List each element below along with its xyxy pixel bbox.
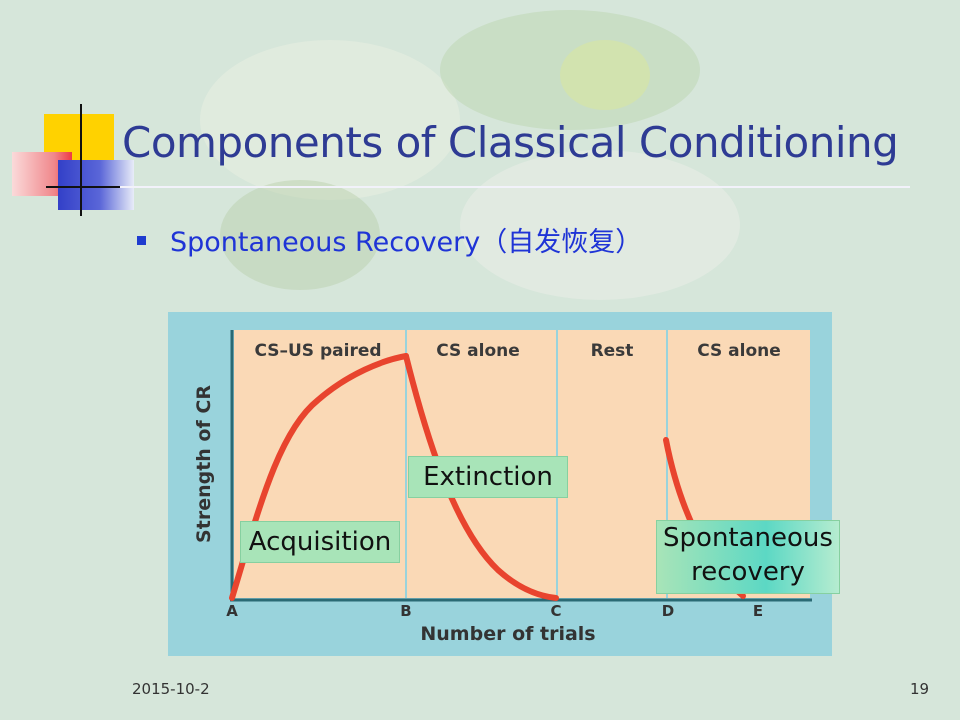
phase-label-1: CS–US paired xyxy=(254,341,381,361)
spontaneous-tag-line2: recovery xyxy=(691,557,805,587)
logo-horizontal-line xyxy=(46,186,122,188)
footer-date: 2015-10-2 xyxy=(132,680,210,698)
acquisition-tag: Acquisition xyxy=(240,521,400,563)
tick-label-c: C xyxy=(550,602,561,620)
logo-vertical-line xyxy=(80,104,82,216)
phase-label-3: Rest xyxy=(591,341,634,361)
logo-blue-square xyxy=(58,160,134,210)
tick-label-d: D xyxy=(662,602,674,620)
phase-label-2: CS alone xyxy=(436,341,520,361)
tick-label-a: A xyxy=(226,602,238,620)
slide-title: Components of Classical Conditioning xyxy=(122,118,899,167)
title-underline xyxy=(120,186,910,188)
page-number: 19 xyxy=(910,680,930,698)
phase-panel-3 xyxy=(558,330,666,598)
y-axis-label: Strength of CR xyxy=(193,385,215,543)
bullet-square-icon xyxy=(137,236,146,245)
tick-label-e: E xyxy=(753,602,763,620)
extinction-tag: Extinction xyxy=(408,456,568,498)
phase-label-4: CS alone xyxy=(697,341,781,361)
x-axis-label: Number of trials xyxy=(420,623,595,645)
spontaneous-tag-line1: Spontaneous xyxy=(663,523,833,553)
extinction-curve xyxy=(403,353,559,601)
spontaneous-recovery-tag: Spontaneous recovery xyxy=(656,520,840,594)
conditioning-figure: CS–US paired CS alone Rest CS alone Stre… xyxy=(168,312,832,656)
tick-label-b: B xyxy=(400,602,411,620)
bullet-text: Spontaneous Recovery（自发恢复） xyxy=(170,227,643,258)
